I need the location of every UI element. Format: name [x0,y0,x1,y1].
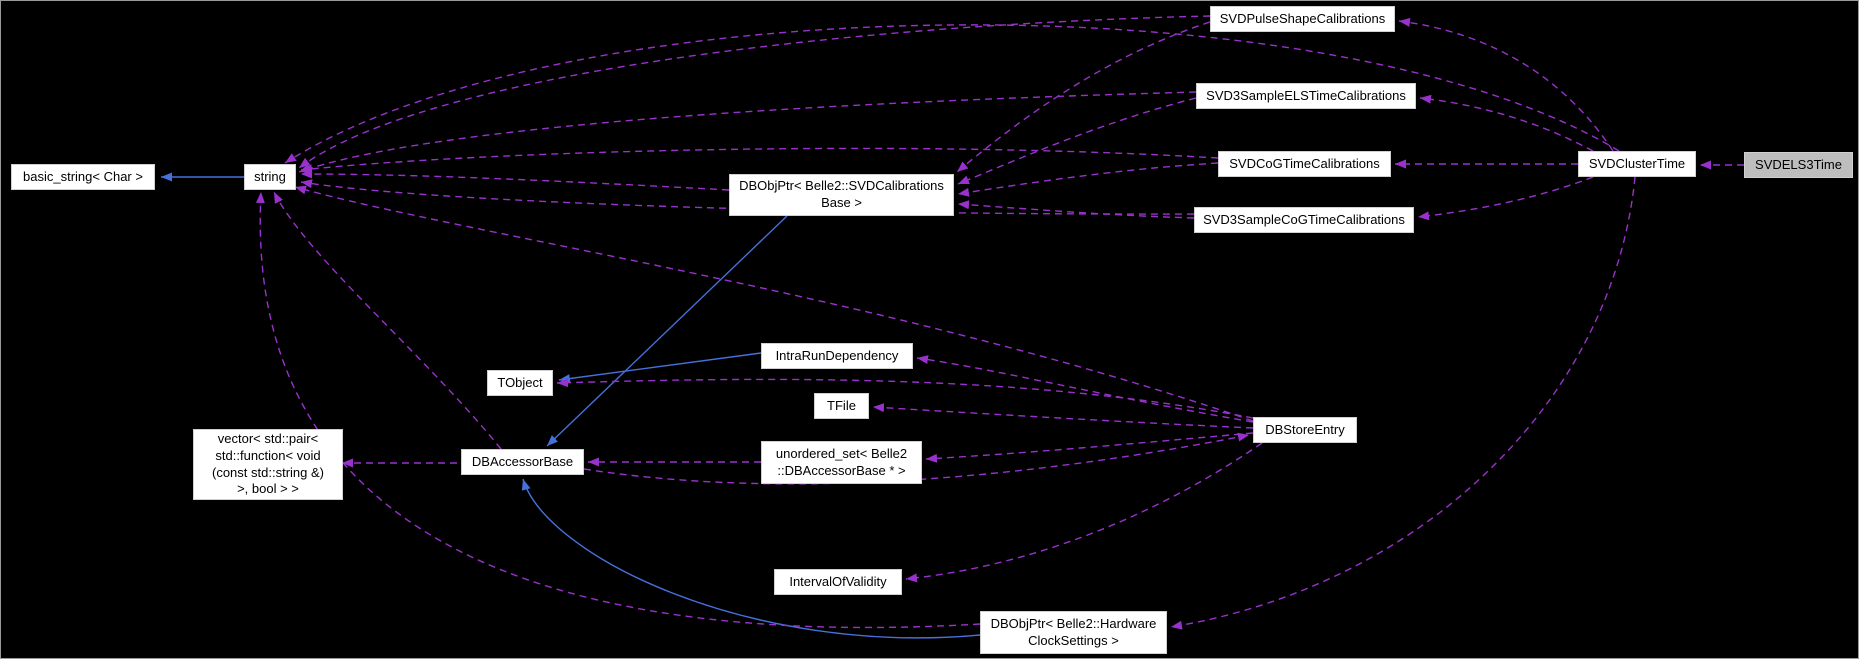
usage-edge-svd3samplecogtimecalibrations-to-string [300,179,1195,215]
inherit-edge-dbobjptr-svdcalibrations-to-dbaccessorbase [546,215,788,447]
node-label: ClockSettings > [1028,632,1119,648]
usage-edge-svdcogtimecalibrations-to-string [300,147,1219,174]
inherit-edge-intrarundependency-to-tobject [558,352,762,384]
usage-edge-dbaccessorbase-to-dbstoreentry [583,432,1250,485]
usage-edge-dbobjptr-svdcalibrations-to-string [300,169,730,191]
usage-edge-dbaccessorbase-to-string [273,191,502,450]
node-label: SVD3SampleCoGTimeCalibrations [1203,211,1405,227]
node-vector-pair-function[interactable]: vector< std::pair< std::function< void (… [193,429,343,500]
usage-edge-svdclustertime-to-dbobjptr-hardware [1170,176,1636,630]
node-label: Base > [821,195,862,210]
usage-edge-dbstoreentry-to-tobject [556,378,1254,419]
inherit-edge-dbobjptr-hardware-to-dbaccessorbase [521,478,981,639]
node-dbobjptr-svdcalibrations[interactable]: DBObjPtr< Belle2::SVDCalibrations Base > [729,174,954,216]
usage-edge-svdclustertime-to-svdpulseshapecalibrations [1398,17,1614,152]
node-unorderedset-dbaccessorbase[interactable]: unordered_set< Belle2 ::DBAccessorBase *… [761,441,922,484]
node-svd3sampleelstimecalibrations[interactable]: SVD3SampleELSTimeCalibrations [1196,83,1416,109]
usage-edge-svdcogtimecalibrations-to-dbobjptr [957,162,1219,197]
node-label: DBStoreEntry [1265,421,1345,437]
node-label: unordered_set< Belle2 [775,445,908,461]
node-label: TObject [497,374,543,390]
node-basic-string[interactable]: basic_string< Char > [11,164,155,190]
node-label: IntraRunDependency [775,347,899,363]
usage-edge-dbstoreentry-to-intrarundependency [916,355,1254,423]
usage-edge-svd3sampleelstimecalibrations-to-string [298,91,1197,173]
node-svd3samplecogtimecalibrations[interactable]: SVD3SampleCoGTimeCalibrations [1194,207,1414,233]
node-dbstoreentry[interactable]: DBStoreEntry [1253,417,1357,443]
node-svdclustertime[interactable]: SVDClusterTime [1578,151,1696,177]
node-svdels3time: SVDELS3Time [1744,152,1853,178]
node-label: DBAccessorBase [471,453,574,469]
node-string[interactable]: string [244,164,296,190]
node-label: SVDCoGTimeCalibrations [1229,155,1380,171]
node-label: TFile [827,397,856,413]
node-tobject[interactable]: TObject [487,370,553,396]
node-label: SVD3SampleELSTimeCalibrations [1206,87,1406,103]
node-label: std::function< void [215,447,321,463]
node-label: basic_string< Char > [23,168,143,184]
node-label: SVDPulseShapeCalibrations [1219,10,1386,26]
node-label: SVDClusterTime [1588,155,1686,171]
usage-edge-svd3samplecogtimecalibrations-to-dbobjptr [957,200,1195,219]
usage-edge-dbstoreentry-to-unorderedset [925,432,1254,463]
node-svdcogtimecalibrations[interactable]: SVDCoGTimeCalibrations [1218,151,1391,177]
usage-edge-dbstoreentry-to-intervalofvalidity [905,442,1263,583]
node-label: ::DBAccessorBase * > [777,462,906,478]
node-intrarundependency[interactable]: IntraRunDependency [761,343,913,369]
node-label: (const std::string &) [212,464,324,480]
node-label: IntervalOfValidity [789,573,887,589]
usage-edge-dbstoreentry-to-tfile [872,403,1254,429]
usage-edge-svdpulseshapecalibrations-to-dbobjptr [956,21,1211,173]
usage-edge-svd3sampleelstimecalibrations-to-dbobjptr [957,97,1197,185]
usage-edge-svdpulseshapecalibrations-to-string [298,15,1211,169]
node-dbaccessorbase[interactable]: DBAccessorBase [461,449,584,475]
node-label: DBObjPtr< Belle2::SVDCalibrations [739,178,944,194]
usage-edge-svdclustertime-to-string [284,24,1620,164]
usage-edge-svdclustertime-to-svd3samplecogtimecalibrations [1417,176,1594,221]
node-tfile[interactable]: TFile [814,393,869,419]
node-intervalofvalidity[interactable]: IntervalOfValidity [774,569,902,595]
usage-edge-svdclustertime-to-svd3sampleelstimecalibrations [1419,94,1594,152]
node-label: vector< std::pair< [217,431,319,447]
node-label: string [254,168,286,184]
usage-edge-dbstoreentry-to-string [294,185,1254,422]
node-label: SVDELS3Time [1755,156,1842,172]
node-svdpulseshapecalibrations[interactable]: SVDPulseShapeCalibrations [1210,6,1395,32]
node-dbobjptr-hardwareclocksettings[interactable]: DBObjPtr< Belle2::Hardware ClockSettings… [980,611,1167,654]
node-label: >, bool > > [237,481,299,497]
node-label: DBObjPtr< Belle2::Hardware [990,615,1157,631]
usage-edge-dbobjptr-hardware-to-string [255,191,981,629]
